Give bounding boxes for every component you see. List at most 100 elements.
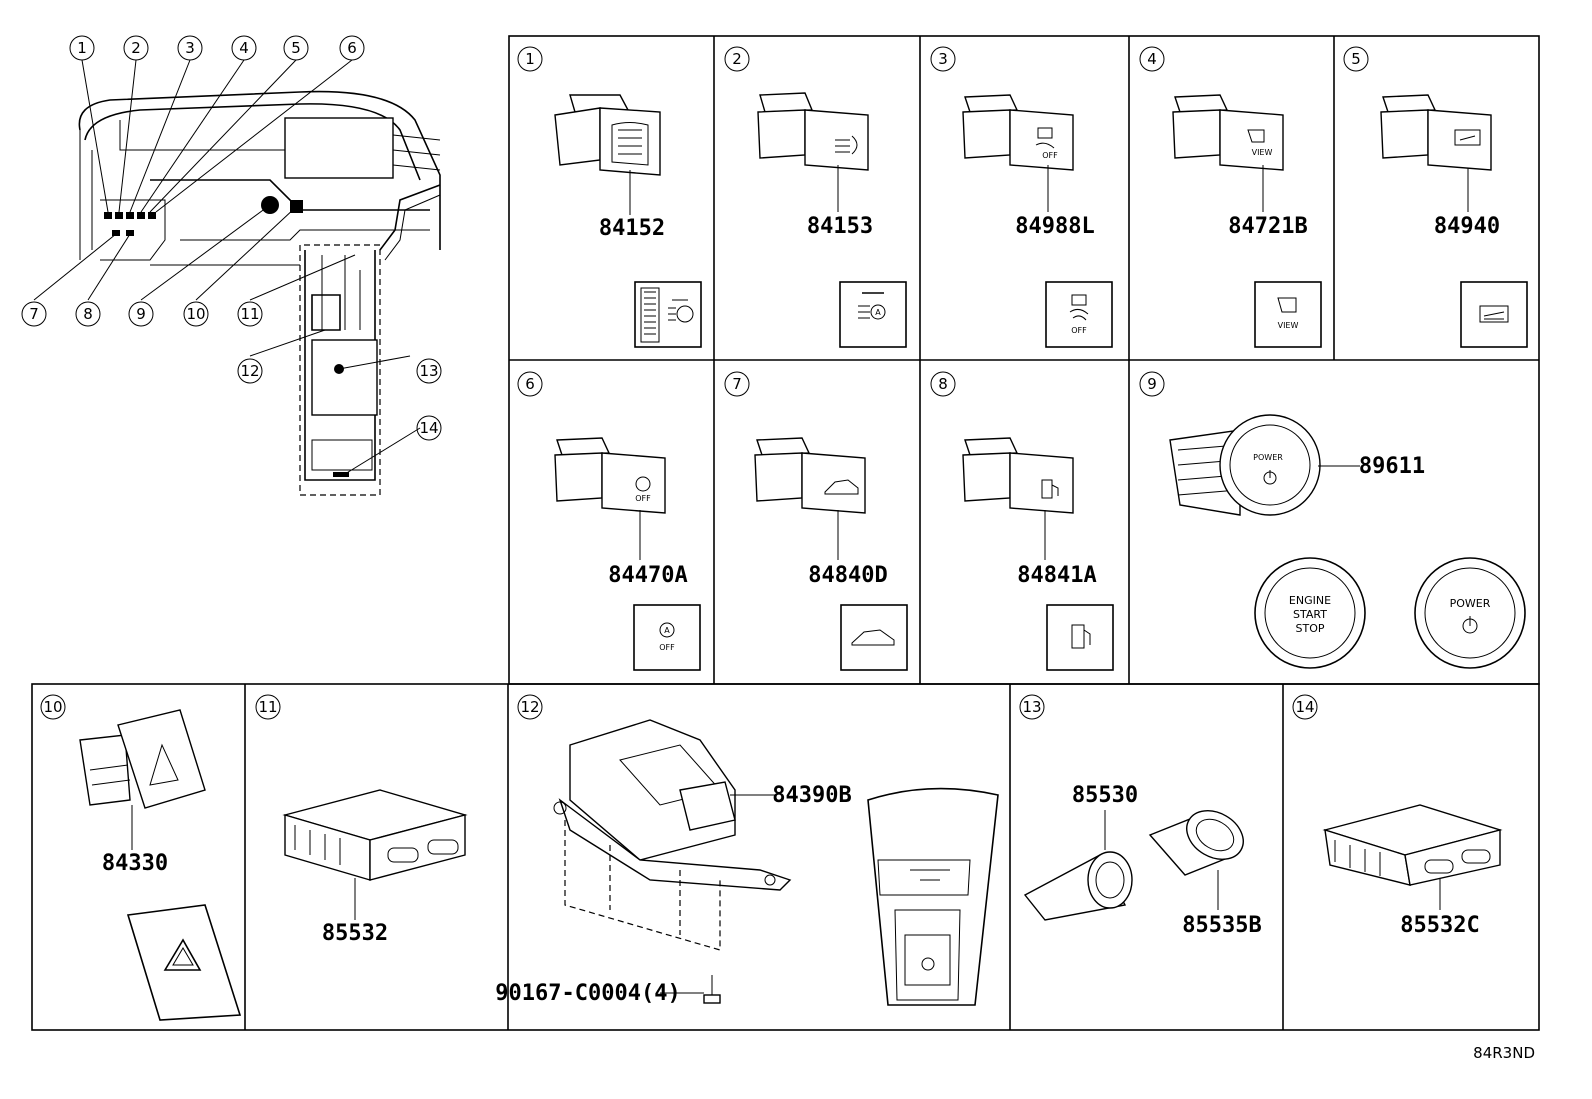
overview-callout-7: 7 xyxy=(21,301,47,327)
icon-84153: A xyxy=(839,281,907,348)
svg-text:6: 6 xyxy=(525,375,535,393)
svg-text:START: START xyxy=(1293,608,1327,621)
svg-text:5: 5 xyxy=(291,39,301,57)
socket-85530-drawing xyxy=(1023,851,1133,921)
part-number-84840D: 84840D xyxy=(808,563,887,588)
svg-text:4: 4 xyxy=(1147,50,1157,68)
part-number-84153: 84153 xyxy=(807,214,873,239)
svg-text:8: 8 xyxy=(938,375,948,393)
svg-text:10: 10 xyxy=(43,698,62,716)
panel-grid xyxy=(31,35,1540,1031)
switch-84721B-drawing xyxy=(1172,94,1284,171)
panel-4: 4 VIEW 84721B VIEW xyxy=(1139,46,1322,348)
overview-callout-8: 8 xyxy=(75,301,101,327)
icon-84152 xyxy=(634,281,702,348)
switch-84153-drawing xyxy=(757,92,869,171)
console-panel-drawing xyxy=(867,787,999,1006)
svg-text:VIEW: VIEW xyxy=(1252,148,1273,157)
switch-84988L-drawing xyxy=(962,94,1074,171)
part-number-90167-C0004: 90167-C0004(4) xyxy=(495,981,680,1006)
part-number-84390B: 84390B xyxy=(772,783,851,808)
panel-1: 1 84152 xyxy=(517,46,702,348)
svg-text:12: 12 xyxy=(520,698,539,716)
svg-text:POWER: POWER xyxy=(1253,453,1283,462)
svg-text:7: 7 xyxy=(29,305,39,323)
panel-7: 7 84840D xyxy=(724,371,908,671)
switch-84470A-drawing xyxy=(554,437,666,514)
usb-hub-85532C-drawing xyxy=(1322,804,1503,886)
overview-callout-14: 14 xyxy=(416,415,442,441)
panel-2: 2 84153 A xyxy=(724,46,907,348)
shift-assembly-84390B-drawing xyxy=(553,719,792,951)
icon-84470A: A OFF xyxy=(633,604,701,671)
part-number-85530: 85530 xyxy=(1072,783,1138,808)
svg-text:A: A xyxy=(664,626,670,635)
svg-text:11: 11 xyxy=(258,698,277,716)
overview-callout-13: 13 xyxy=(416,358,442,384)
icon-84840D xyxy=(840,604,908,671)
svg-text:OFF: OFF xyxy=(1042,151,1058,160)
switch-84940-drawing xyxy=(1380,94,1492,171)
svg-text:2: 2 xyxy=(131,39,141,57)
svg-text:14: 14 xyxy=(1295,698,1314,716)
overview-callout-2: 2 xyxy=(123,35,149,61)
svg-text:OFF: OFF xyxy=(659,643,675,652)
svg-text:POWER: POWER xyxy=(1450,597,1491,610)
svg-text:3: 3 xyxy=(938,50,948,68)
part-number-84721B: 84721B xyxy=(1228,214,1307,239)
lighter-85535B-drawing xyxy=(1148,810,1244,876)
overview-switch-cluster xyxy=(104,212,156,236)
overview-callout-4: 4 xyxy=(231,35,257,61)
overview-callout-6: 6 xyxy=(339,35,365,61)
svg-text:9: 9 xyxy=(1147,375,1157,393)
part-number-84330: 84330 xyxy=(102,851,168,876)
svg-text:8: 8 xyxy=(83,305,93,323)
svg-text:STOP: STOP xyxy=(1296,622,1325,635)
svg-text:13: 13 xyxy=(1022,698,1041,716)
panel-12: 12 84390B 90167-C0004(4) xyxy=(495,694,999,1006)
hazard-icon xyxy=(126,904,242,1021)
overview-callout-10: 10 xyxy=(183,301,209,327)
svg-text:11: 11 xyxy=(240,305,259,323)
power-button: POWER xyxy=(1414,557,1526,669)
reference-code: 84R3ND xyxy=(1473,1044,1535,1062)
part-number-84988L: 84988L xyxy=(1015,214,1094,239)
overview-callout-3: 3 xyxy=(177,35,203,61)
switch-84840D-drawing xyxy=(754,437,866,514)
svg-text:3: 3 xyxy=(185,39,195,57)
bolt-drawing xyxy=(703,975,721,1004)
icon-84841A xyxy=(1046,604,1114,671)
overview-callout-11: 11 xyxy=(237,301,263,327)
switch-84330-drawing xyxy=(79,709,206,809)
svg-text:5: 5 xyxy=(1351,50,1361,68)
engine-start-stop-button: ENGINE START STOP xyxy=(1254,557,1366,669)
svg-text:6: 6 xyxy=(347,39,357,57)
overview-callout-1: 1 xyxy=(69,35,95,61)
part-number-89611: 89611 xyxy=(1359,454,1425,479)
overview-console-outline xyxy=(299,244,381,496)
switch-89611-drawing: POWER xyxy=(1169,414,1321,516)
switch-84152-drawing xyxy=(554,94,661,176)
part-number-84152: 84152 xyxy=(599,216,665,241)
svg-text:OFF: OFF xyxy=(1071,326,1087,335)
svg-text:1: 1 xyxy=(77,39,87,57)
panel-14: 14 85532C xyxy=(1292,694,1503,938)
overview-display xyxy=(284,117,394,179)
svg-text:7: 7 xyxy=(732,375,742,393)
overview-callout-5: 5 xyxy=(283,35,309,61)
svg-text:12: 12 xyxy=(240,362,259,380)
part-number-85535B: 85535B xyxy=(1182,913,1261,938)
svg-text:9: 9 xyxy=(136,305,146,323)
overview-diagram: 1 2 3 4 5 6 7 8 xyxy=(21,35,442,496)
svg-text:A: A xyxy=(875,308,881,317)
overview-callout-12: 12 xyxy=(237,358,263,384)
panel-6: 6 OFF 84470A A OFF xyxy=(517,371,701,671)
svg-text:VIEW: VIEW xyxy=(1278,321,1299,330)
part-number-85532: 85532 xyxy=(322,921,388,946)
usb-hub-85532-drawing xyxy=(282,789,468,881)
part-number-84841A: 84841A xyxy=(1017,563,1096,588)
panel-5: 5 84940 xyxy=(1343,46,1528,348)
icon-84940 xyxy=(1460,281,1528,348)
